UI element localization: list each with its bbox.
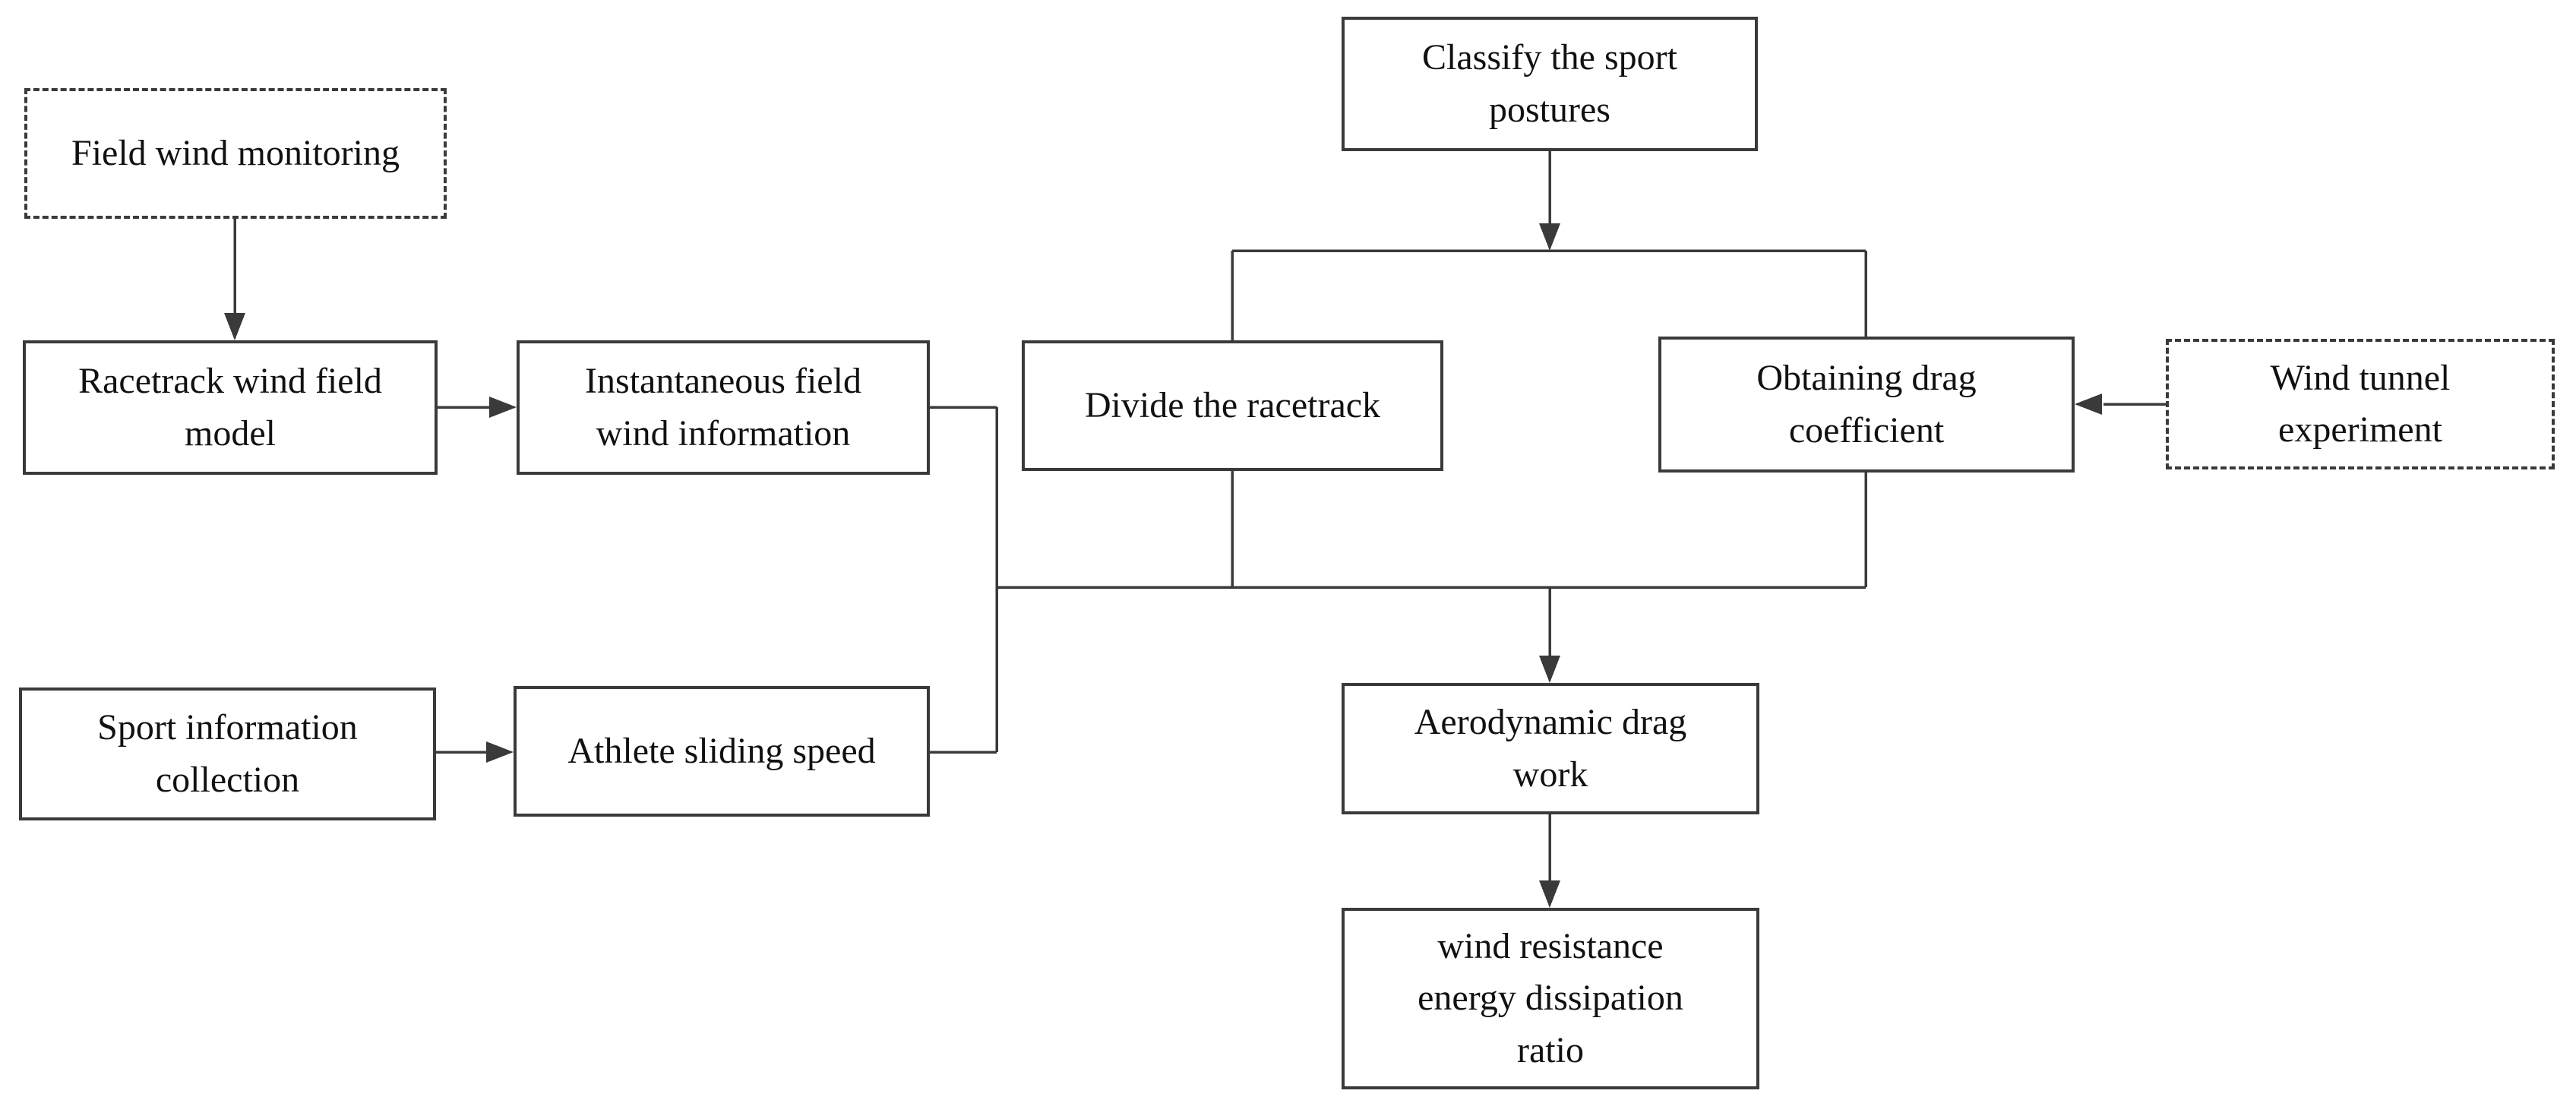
node-field-wind-monitoring-label: Field wind monitoring <box>71 132 400 173</box>
node-wind-resistance-energy-dissipation-ratio-label: wind resistance energy dissipation ratio <box>1418 926 1683 1070</box>
node-wind-tunnel-experiment: Wind tunnel experiment <box>2166 339 2555 469</box>
node-athlete-sliding-speed: Athlete sliding speed <box>514 686 930 817</box>
node-racetrack-wind-field-model: Racetrack wind field model <box>23 340 438 475</box>
node-obtaining-drag-coefficient-label: Obtaining drag coefficient <box>1756 358 1977 450</box>
node-aerodynamic-drag-work: Aerodynamic drag work <box>1342 683 1759 814</box>
node-divide-the-racetrack: Divide the racetrack <box>1022 340 1443 471</box>
node-sport-information-collection-label: Sport information collection <box>97 707 358 800</box>
node-sport-information-collection: Sport information collection <box>19 688 436 820</box>
node-field-wind-monitoring: Field wind monitoring <box>24 88 447 219</box>
node-classify-the-sport-postures-label: Classify the sport postures <box>1422 37 1677 130</box>
arrowhead-windtunnel-to-obtaining <box>2075 394 2102 415</box>
node-wind-tunnel-experiment-label: Wind tunnel experiment <box>2270 357 2451 450</box>
node-divide-the-racetrack-label: Divide the racetrack <box>1084 384 1381 425</box>
node-instantaneous-field-wind-information-label: Instantaneous field wind information <box>585 361 861 454</box>
node-wind-resistance-energy-dissipation-ratio: wind resistance energy dissipation ratio <box>1342 908 1759 1089</box>
node-classify-the-sport-postures: Classify the sport postures <box>1342 17 1758 151</box>
node-instantaneous-field-wind-information: Instantaneous field wind information <box>517 340 930 475</box>
arrowhead-classify-down <box>1539 223 1560 251</box>
node-obtaining-drag-coefficient: Obtaining drag coefficient <box>1658 337 2075 473</box>
arrowhead-aero-to-ratio <box>1539 880 1560 908</box>
node-racetrack-wind-field-model-label: Racetrack wind field model <box>78 361 382 454</box>
arrowhead-fieldwind-to-racetrack <box>224 313 245 340</box>
node-athlete-sliding-speed-label: Athlete sliding speed <box>567 730 876 771</box>
arrowhead-racetrack-to-instantaneous <box>489 397 517 418</box>
node-aerodynamic-drag-work-label: Aerodynamic drag work <box>1414 702 1687 795</box>
arrowhead-sportinfo-to-athlete <box>486 741 514 763</box>
arrowhead-junction-to-aero <box>1539 656 1560 683</box>
